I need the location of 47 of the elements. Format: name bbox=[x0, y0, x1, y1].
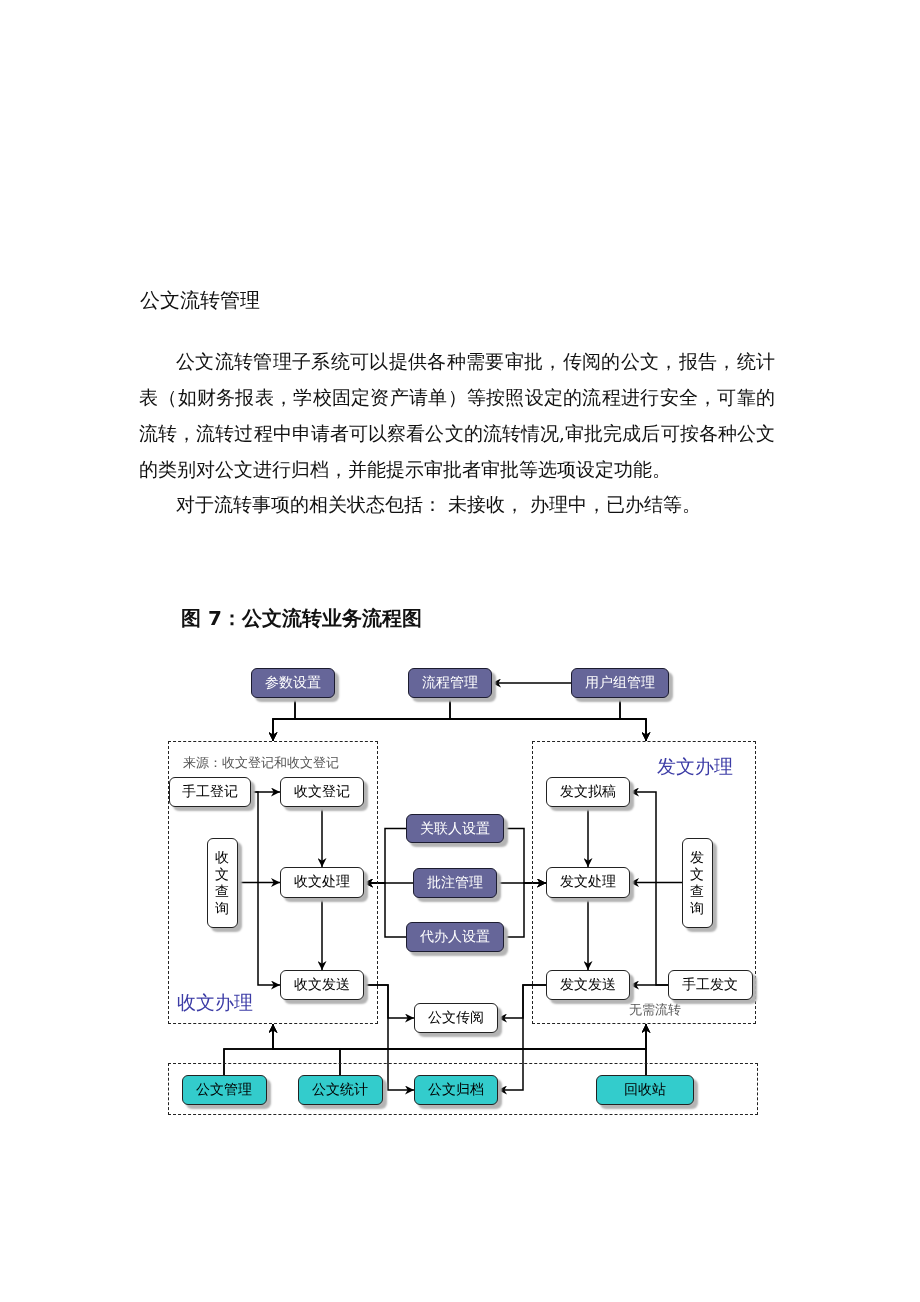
dashed-group-box bbox=[532, 741, 756, 1024]
arrow bbox=[363, 878, 407, 938]
process-box: 收文查询 bbox=[206, 837, 238, 928]
process-box: 批注管理 bbox=[413, 868, 497, 898]
arrow bbox=[491, 678, 572, 688]
group-title: 发文办理 bbox=[656, 754, 733, 778]
arrow bbox=[629, 787, 669, 986]
arrow bbox=[497, 984, 547, 1095]
dashed-group-box bbox=[168, 1063, 758, 1115]
arrow bbox=[250, 791, 281, 990]
dashed-group-box bbox=[168, 741, 378, 1024]
process-box: 手工登记 bbox=[168, 776, 251, 807]
process-box: 公文统计 bbox=[297, 1074, 383, 1105]
process-box: 关联人设置 bbox=[406, 814, 504, 843]
arrow bbox=[363, 984, 415, 1095]
arrow bbox=[317, 897, 327, 971]
arrow bbox=[629, 878, 683, 887]
process-box: 发文拟稿 bbox=[545, 776, 630, 807]
process-box: 收文发送 bbox=[279, 969, 364, 1000]
process-box: 代办人设置 bbox=[406, 922, 504, 952]
paragraph: 公文流转管理子系统可以提供各种需要审批，传阅的公文，报告，统计表（如财务报表，学校固定资产请单）等按照设定的流程进行安全，可靠的流转，流转过程中申请者可以察看公文的流转情况,审批完成后可按各种公文的类别对公文进行归档，并能提示审批者审批等选项设定功能。 bbox=[139, 350, 775, 482]
paragraph: 对于流转事项的相关状态包括： 未接收， 办理中，已办结等。 bbox=[175, 493, 702, 517]
arrow bbox=[619, 697, 651, 742]
heading: 公文流转管理 bbox=[140, 287, 260, 313]
process-box: 用户组管理 bbox=[571, 668, 669, 698]
process-box: 公文归档 bbox=[413, 1074, 498, 1105]
process-box: 回收站 bbox=[595, 1074, 694, 1105]
process-box: 参数设置 bbox=[251, 668, 335, 698]
process-box: 发文发送 bbox=[545, 969, 630, 1000]
figure-caption: 图 7：公文流转业务流程图 bbox=[181, 605, 422, 631]
arrow bbox=[641, 1023, 651, 1076]
process-box: 手工发文 bbox=[667, 969, 753, 1000]
arrow bbox=[237, 878, 281, 887]
process-box: 公文传阅 bbox=[414, 1003, 498, 1033]
group-title: 收文办理 bbox=[176, 990, 253, 1014]
process-box: 收文登记 bbox=[279, 776, 364, 807]
arrow bbox=[583, 897, 593, 971]
process-box: 发文查询 bbox=[681, 837, 713, 928]
process-box: 收文处理 bbox=[279, 866, 364, 898]
process-box: 公文管理 bbox=[181, 1074, 267, 1105]
process-box: 发文处理 bbox=[545, 866, 630, 898]
note-text: 无需流转 bbox=[628, 1001, 681, 1018]
arrow bbox=[583, 806, 593, 868]
arrow bbox=[317, 806, 327, 868]
arrow bbox=[503, 878, 547, 938]
process-box: 流程管理 bbox=[408, 668, 492, 698]
note-text: 来源：收文登记和收文登记 bbox=[182, 754, 339, 771]
